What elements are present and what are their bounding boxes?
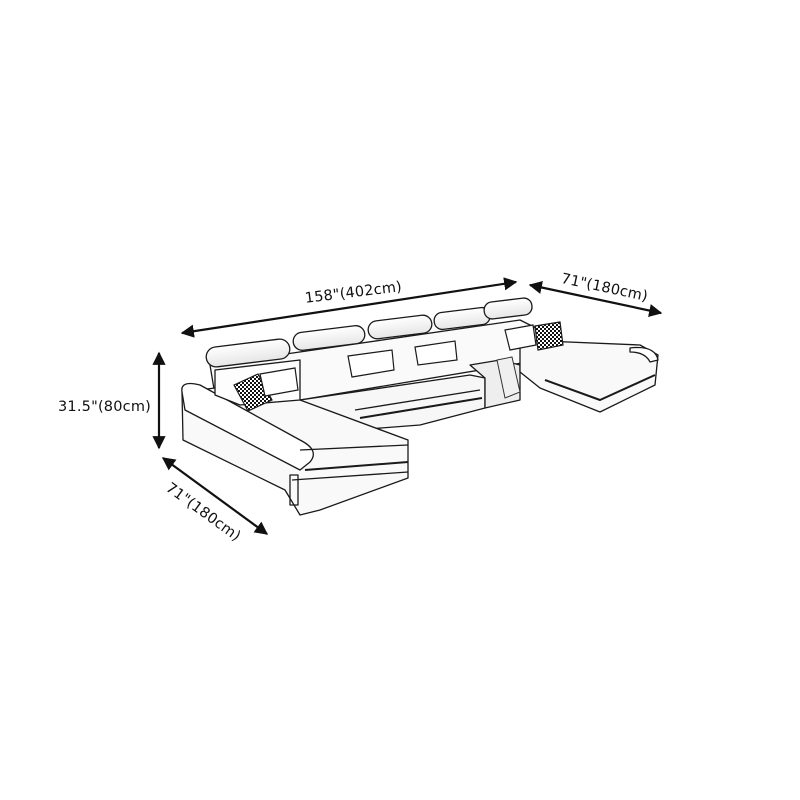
left-depth-arrow: [161, 457, 269, 535]
pillow-center-left: [347, 349, 395, 378]
pillow-right-back: [504, 324, 537, 351]
pillows: [233, 321, 564, 412]
pillow-left-back: [259, 367, 299, 397]
pillow-center-right: [414, 340, 458, 366]
headrests: [205, 297, 533, 368]
length-arrow: [180, 277, 518, 338]
right-chaise: [519, 339, 659, 413]
throw-blanket: [496, 356, 521, 399]
right-depth-arrow: [528, 281, 663, 317]
dimension-arrows: [152, 277, 663, 535]
height-label: 31.5"(80cm): [58, 399, 152, 415]
pillow-houndstooth-right: [534, 321, 564, 351]
